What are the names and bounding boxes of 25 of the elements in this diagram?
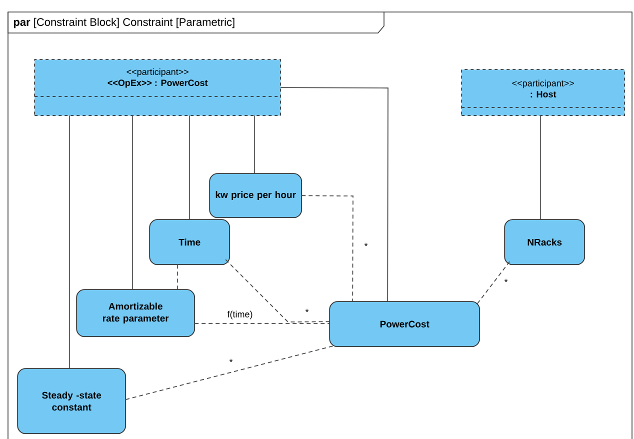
connector [225, 259, 330, 322]
edge-label: * [304, 308, 310, 316]
edge-label: * [363, 242, 369, 250]
connector [540, 115, 542, 220]
edge-label: * [503, 278, 509, 286]
constraint-block: PowerCost [329, 301, 480, 348]
edge-label: f(time) [226, 310, 254, 320]
connector [280, 87, 388, 302]
connector [132, 115, 134, 290]
connector [301, 195, 354, 302]
constraint-block: kw price per hour [209, 173, 302, 218]
constraint-block: NRacks [504, 219, 586, 266]
constraint-block: Steady -state constant [17, 368, 126, 434]
connector [177, 264, 178, 290]
participant-box: <<participant>> : Host [461, 69, 626, 116]
constraint-block: Time [149, 219, 230, 266]
connector [254, 115, 256, 174]
connector [189, 115, 190, 220]
participant-box: <<participant>> <<OpEx>> : PowerCost [34, 59, 282, 116]
constraint-block: Amortizable rate parameter [76, 289, 196, 338]
connector [476, 261, 510, 306]
edge-label: * [228, 358, 234, 366]
connector [69, 115, 70, 370]
connector [125, 345, 336, 400]
connector [194, 323, 330, 324]
